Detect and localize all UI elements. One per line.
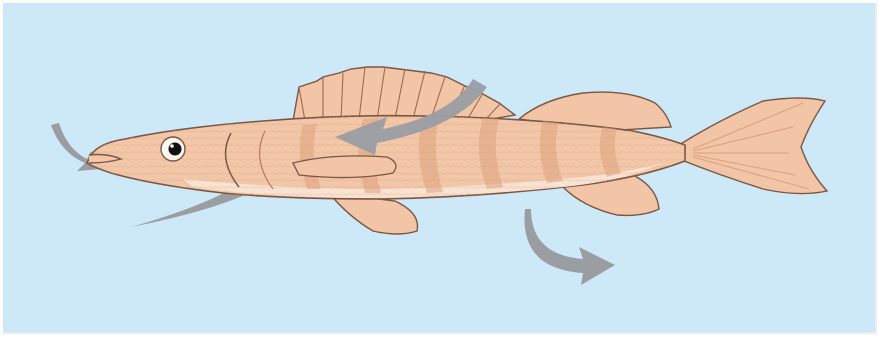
illustration-panel: [3, 3, 877, 334]
outflow-arrow-lower: [524, 209, 615, 285]
fish-eye-glint: [170, 144, 174, 148]
fish-illustration: [3, 3, 877, 334]
pectoral-fin: [293, 156, 396, 178]
fish-eye-pupil: [169, 143, 182, 156]
